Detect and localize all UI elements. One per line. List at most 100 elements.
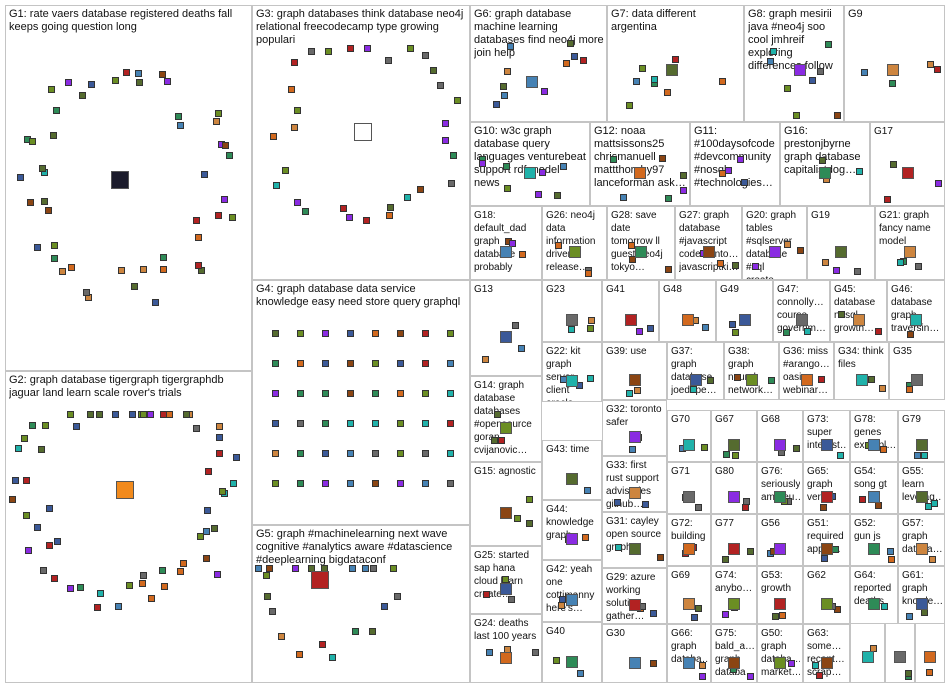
user-node[interactable]	[905, 386, 913, 394]
user-node[interactable]	[160, 265, 168, 273]
user-node[interactable]	[552, 657, 560, 665]
user-node[interactable]	[792, 112, 800, 119]
user-node[interactable]	[272, 181, 280, 189]
user-node[interactable]	[586, 375, 594, 383]
user-node[interactable]	[161, 583, 169, 591]
user-node[interactable]	[47, 85, 55, 93]
user-node[interactable]	[535, 190, 543, 198]
user-node[interactable]	[95, 411, 103, 418]
user-node[interactable]	[861, 68, 869, 76]
user-node[interactable]	[747, 673, 754, 680]
user-node[interactable]	[663, 89, 671, 97]
user-node[interactable]	[832, 546, 840, 554]
user-node[interactable]	[347, 390, 354, 397]
user-node[interactable]	[639, 65, 647, 73]
user-node[interactable]	[67, 411, 75, 418]
user-node[interactable]	[838, 310, 846, 318]
user-node[interactable]	[870, 645, 878, 653]
user-node[interactable]	[329, 653, 337, 661]
user-node[interactable]	[347, 360, 354, 367]
user-node[interactable]	[658, 154, 666, 162]
hub-node-g38[interactable]	[745, 374, 758, 386]
user-node[interactable]	[177, 567, 185, 575]
user-node[interactable]	[821, 258, 829, 266]
user-node[interactable]	[628, 446, 636, 453]
user-node[interactable]	[747, 547, 754, 555]
user-node[interactable]	[656, 554, 664, 562]
user-node[interactable]	[562, 60, 570, 68]
user-node[interactable]	[784, 84, 792, 92]
user-node[interactable]	[203, 506, 211, 514]
user-node[interactable]	[768, 376, 776, 384]
user-node[interactable]	[372, 450, 379, 457]
user-node[interactable]	[579, 56, 587, 64]
user-node[interactable]	[525, 519, 533, 527]
user-node[interactable]	[501, 576, 509, 584]
user-node[interactable]	[719, 170, 727, 178]
user-node[interactable]	[182, 411, 190, 418]
user-node[interactable]	[610, 156, 618, 164]
user-node[interactable]	[49, 132, 57, 140]
user-node[interactable]	[278, 633, 286, 641]
user-node[interactable]	[582, 534, 590, 542]
user-node[interactable]	[46, 504, 54, 512]
user-node[interactable]	[680, 172, 687, 180]
hub-node-g6[interactable]	[526, 76, 538, 88]
user-node[interactable]	[926, 61, 934, 69]
user-node[interactable]	[51, 575, 59, 583]
user-node[interactable]	[447, 450, 454, 457]
user-node[interactable]	[291, 565, 299, 572]
hub-node-g63[interactable]	[820, 656, 833, 669]
user-node[interactable]	[442, 136, 450, 144]
user-node[interactable]	[566, 39, 574, 47]
user-node[interactable]	[196, 532, 204, 540]
user-node[interactable]	[422, 330, 429, 337]
hub-node-g20[interactable]	[768, 246, 781, 258]
user-node[interactable]	[422, 450, 429, 457]
user-node[interactable]	[567, 325, 575, 333]
user-node[interactable]	[272, 450, 279, 457]
user-node[interactable]	[201, 170, 209, 178]
user-node[interactable]	[53, 106, 61, 114]
user-node[interactable]	[724, 166, 732, 174]
user-node[interactable]	[193, 216, 201, 224]
user-node[interactable]	[587, 325, 595, 333]
user-node[interactable]	[906, 612, 914, 620]
hub-node-g33[interactable]	[628, 487, 641, 499]
user-node[interactable]	[176, 121, 184, 129]
user-node[interactable]	[397, 330, 404, 337]
user-node[interactable]	[229, 213, 237, 221]
user-node[interactable]	[717, 260, 725, 268]
user-node[interactable]	[347, 450, 354, 457]
hub-node-g68[interactable]	[774, 439, 786, 451]
user-node[interactable]	[797, 246, 804, 254]
user-node[interactable]	[532, 648, 539, 656]
user-node[interactable]	[45, 542, 53, 550]
user-node[interactable]	[263, 571, 271, 579]
user-node[interactable]	[448, 180, 456, 187]
user-node[interactable]	[308, 48, 316, 56]
user-node[interactable]	[889, 80, 897, 88]
user-node[interactable]	[297, 450, 304, 457]
hub-node-g74[interactable]	[728, 598, 740, 610]
hub-node-g72[interactable]	[683, 543, 695, 555]
user-node[interactable]	[636, 327, 644, 335]
hub-node-g18[interactable]	[500, 246, 512, 258]
user-node[interactable]	[422, 480, 429, 487]
user-node[interactable]	[97, 589, 105, 597]
user-node[interactable]	[825, 40, 833, 48]
user-node[interactable]	[627, 242, 635, 250]
user-node[interactable]	[372, 420, 379, 427]
user-node[interactable]	[175, 112, 183, 120]
hub-node-g17[interactable]	[901, 167, 914, 179]
user-node[interactable]	[28, 137, 36, 145]
user-node[interactable]	[736, 156, 744, 164]
user-node[interactable]	[511, 321, 519, 329]
user-node[interactable]	[907, 331, 915, 339]
user-node[interactable]	[486, 648, 494, 656]
user-node[interactable]	[614, 498, 622, 506]
user-node[interactable]	[649, 610, 657, 618]
user-node[interactable]	[67, 264, 75, 272]
hub-node-g80[interactable]	[728, 491, 740, 503]
user-node[interactable]	[584, 486, 592, 494]
